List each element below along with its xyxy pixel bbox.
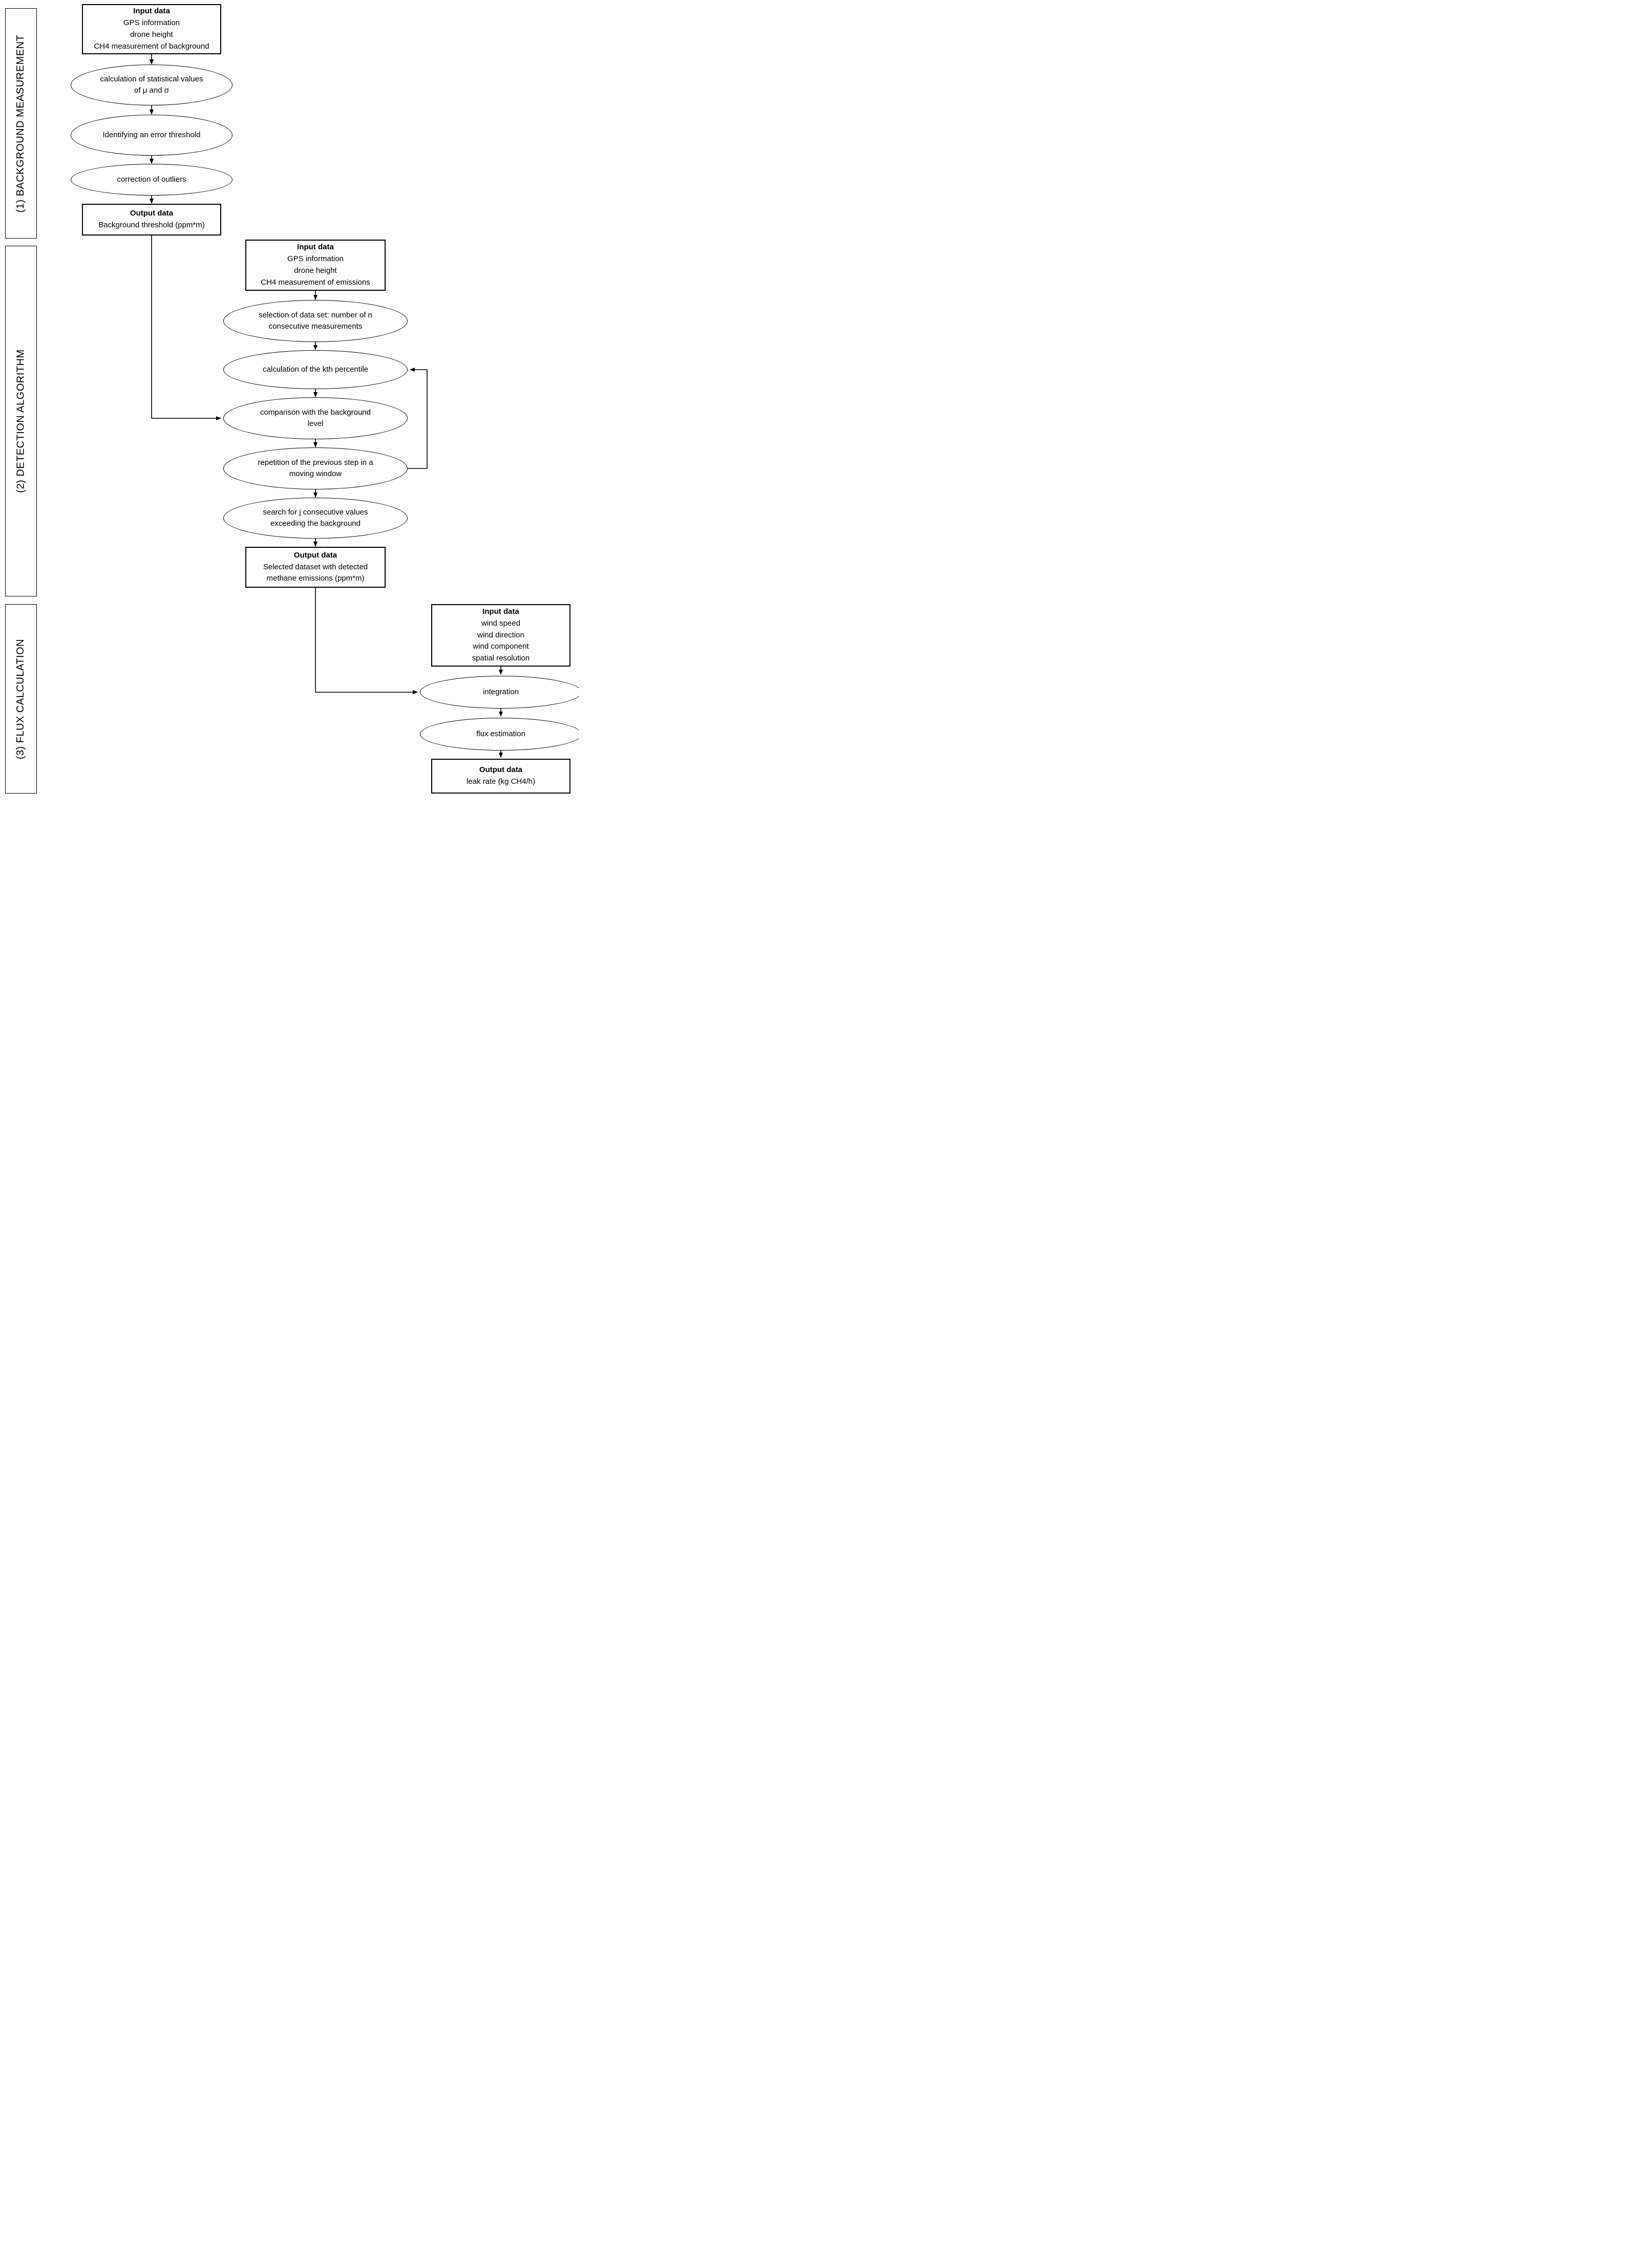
s2-output-title: Output data [293,550,337,560]
s3-output-data-box: Output data leak rate (kg CH4/h) [431,759,570,794]
s2-step-label: comparison with the background level [260,408,371,428]
s2-input-line: GPS information [287,254,344,264]
s2-step-label: calculation of the kth percentile [263,365,368,374]
s3-input-title: Input data [482,607,519,616]
connector-s2-output-to-s3-integration [315,588,418,694]
s3-output-line: leak rate (kg CH4/h) [466,777,536,786]
s1-input-line: CH4 measurement of background [94,41,209,51]
section-bar-background-measurement: (1) BACKGROUND MEASUREMENT [5,8,37,239]
s1-input-title: Input data [133,7,170,16]
s1-input-line: drone height [130,30,173,39]
s3-input-line: spatial resolution [472,654,530,663]
s2-step-label: repetition of the previous step in a mov… [258,458,373,478]
connector-s2-feedback-loop [408,368,428,469]
s1-output-data-box: Output data Background threshold (ppm*m) [82,204,221,236]
connector-s1-output-to-s2-comparison [151,236,221,420]
s2-step-consecutive-values-ellipse: search for j consecutive values exceedin… [223,498,408,539]
s3-step-label: flux estimation [476,730,525,739]
s1-step-correction-outliers-ellipse: correction of outliers [71,164,232,196]
s3-input-line: wind component [473,642,529,651]
section-label: (1) BACKGROUND MEASUREMENT [15,34,27,212]
section-bar-flux-calculation: (3) FLUX CALCULATION [5,604,37,794]
s2-input-line: drone height [294,266,337,275]
s2-step-moving-window-ellipse: repetition of the previous step in a mov… [223,447,408,489]
s1-step-label: calculation of statistical values of μ a… [100,75,203,95]
s2-input-line: CH4 measurement of emissions [261,277,370,287]
section-bar-detection-algorithm: (2) DETECTION ALGORITHM [5,246,37,596]
s1-input-data-box: Input data GPS information drone height … [82,4,221,54]
s3-step-flux-estimation-ellipse: flux estimation [420,718,579,751]
s1-step-error-threshold-ellipse: Identifying an error threshold [71,115,232,156]
section-label: (3) FLUX CALCULATION [15,638,27,759]
s3-step-label: integration [482,688,519,697]
s1-step-label: Identifying an error threshold [102,131,201,140]
s3-step-integration-ellipse: integration [420,676,579,709]
s1-step-label: correction of outliers [117,175,186,184]
s2-step-selection-dataset-ellipse: selection of data set: number of n conse… [223,300,408,342]
s3-output-title: Output data [479,765,523,775]
s2-step-label: search for j consecutive values exceedin… [263,508,368,528]
s2-output-data-box: Output data Selected dataset with detect… [245,547,386,588]
s1-step-statistical-values-ellipse: calculation of statistical values of μ a… [71,65,232,105]
s2-step-comparison-background-ellipse: comparison with the background level [223,397,408,439]
s3-input-line: wind direction [477,630,524,639]
flow-connectors-layer [150,54,503,758]
s3-input-data-box: Input data wind speed wind direction win… [431,604,570,667]
section-label: (2) DETECTION ALGORITHM [15,349,27,493]
s2-input-title: Input data [297,243,334,252]
s2-step-kth-percentile-ellipse: calculation of the kth percentile [223,350,408,389]
s1-output-title: Output data [130,209,174,218]
s2-input-data-box: Input data GPS information drone height … [245,240,386,291]
s3-input-line: wind speed [481,618,520,628]
s1-output-line: Background threshold (ppm*m) [98,221,205,229]
s2-step-label: selection of data set: number of n conse… [259,311,372,331]
s1-input-line: GPS information [123,18,180,28]
flowchart-canvas: (1) BACKGROUND MEASUREMENT (2) DETECTION… [0,0,579,796]
s2-output-line: Selected dataset with detected methane e… [263,562,368,583]
